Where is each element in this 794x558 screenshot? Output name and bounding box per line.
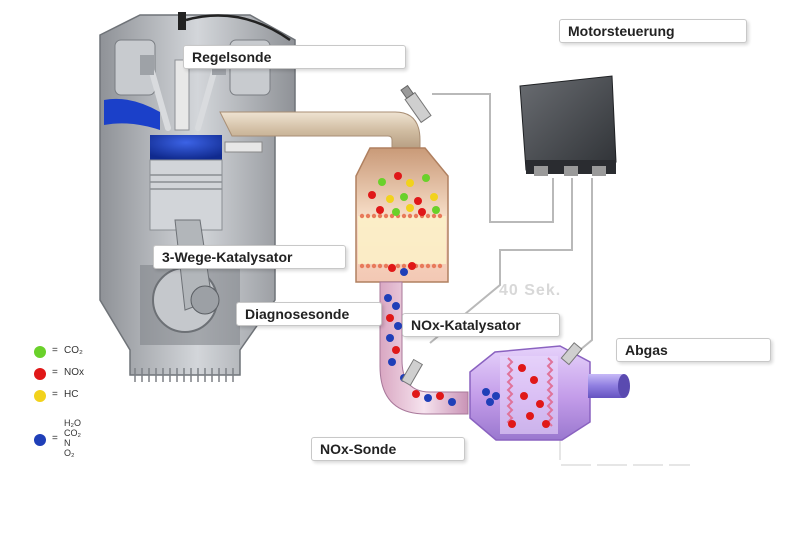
legend-products-list: H₂O CO₂ N O₂ — [64, 418, 81, 458]
label-nox-katalysator: NOx-Katalysator — [402, 313, 560, 337]
sensor-wires — [429, 93, 690, 466]
label-motorsteuerung: Motorsteuerung — [559, 19, 747, 43]
label-three-way-catalyst: 3-Wege-Katalysator — [153, 245, 346, 269]
timer-text: 40 Sek. — [499, 282, 562, 299]
label-abgas: Abgas — [616, 338, 771, 362]
lambda-sensor-icon — [400, 358, 424, 386]
label-regelsonde: Regelsonde — [183, 45, 406, 69]
tailpipe — [588, 374, 630, 398]
legend-dot-co2 — [34, 346, 46, 358]
label-nox-sonde: NOx-Sonde — [311, 437, 465, 461]
lambda-sensor-icon — [400, 84, 432, 124]
engine-control-unit-icon — [519, 75, 617, 176]
legend-dot-products — [34, 434, 46, 446]
molecules-three-way-catalyst — [368, 172, 440, 276]
legend-dot-hc — [34, 390, 46, 402]
molecules-down-pipe — [384, 294, 456, 406]
molecules-nox-catalyst — [482, 364, 550, 428]
nox-catalyst — [469, 345, 591, 441]
label-diagnosesonde: Diagnosesonde — [236, 302, 382, 326]
molecule-legend: = CO₂ = NOx = HC = H₂O CO₂ N O₂ — [30, 340, 150, 480]
lambda-sensor-icon — [560, 342, 583, 366]
legend-dot-nox — [34, 368, 46, 380]
three-way-catalyst — [355, 147, 449, 283]
